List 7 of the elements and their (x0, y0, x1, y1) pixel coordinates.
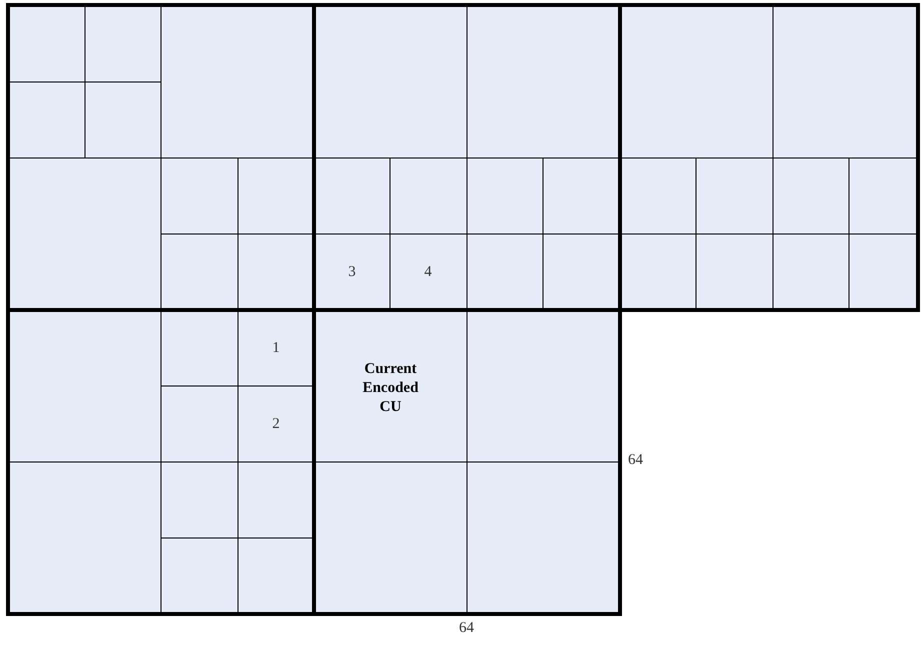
dimension-label: 64 (628, 452, 643, 469)
cu-label: Current Encoded CU (362, 360, 420, 417)
block-number: 3 (348, 264, 356, 280)
block-number: 1 (272, 340, 280, 356)
dimension-label: 64 (459, 620, 474, 637)
block-number: 2 (272, 416, 280, 432)
block-number: 4 (424, 264, 432, 281)
